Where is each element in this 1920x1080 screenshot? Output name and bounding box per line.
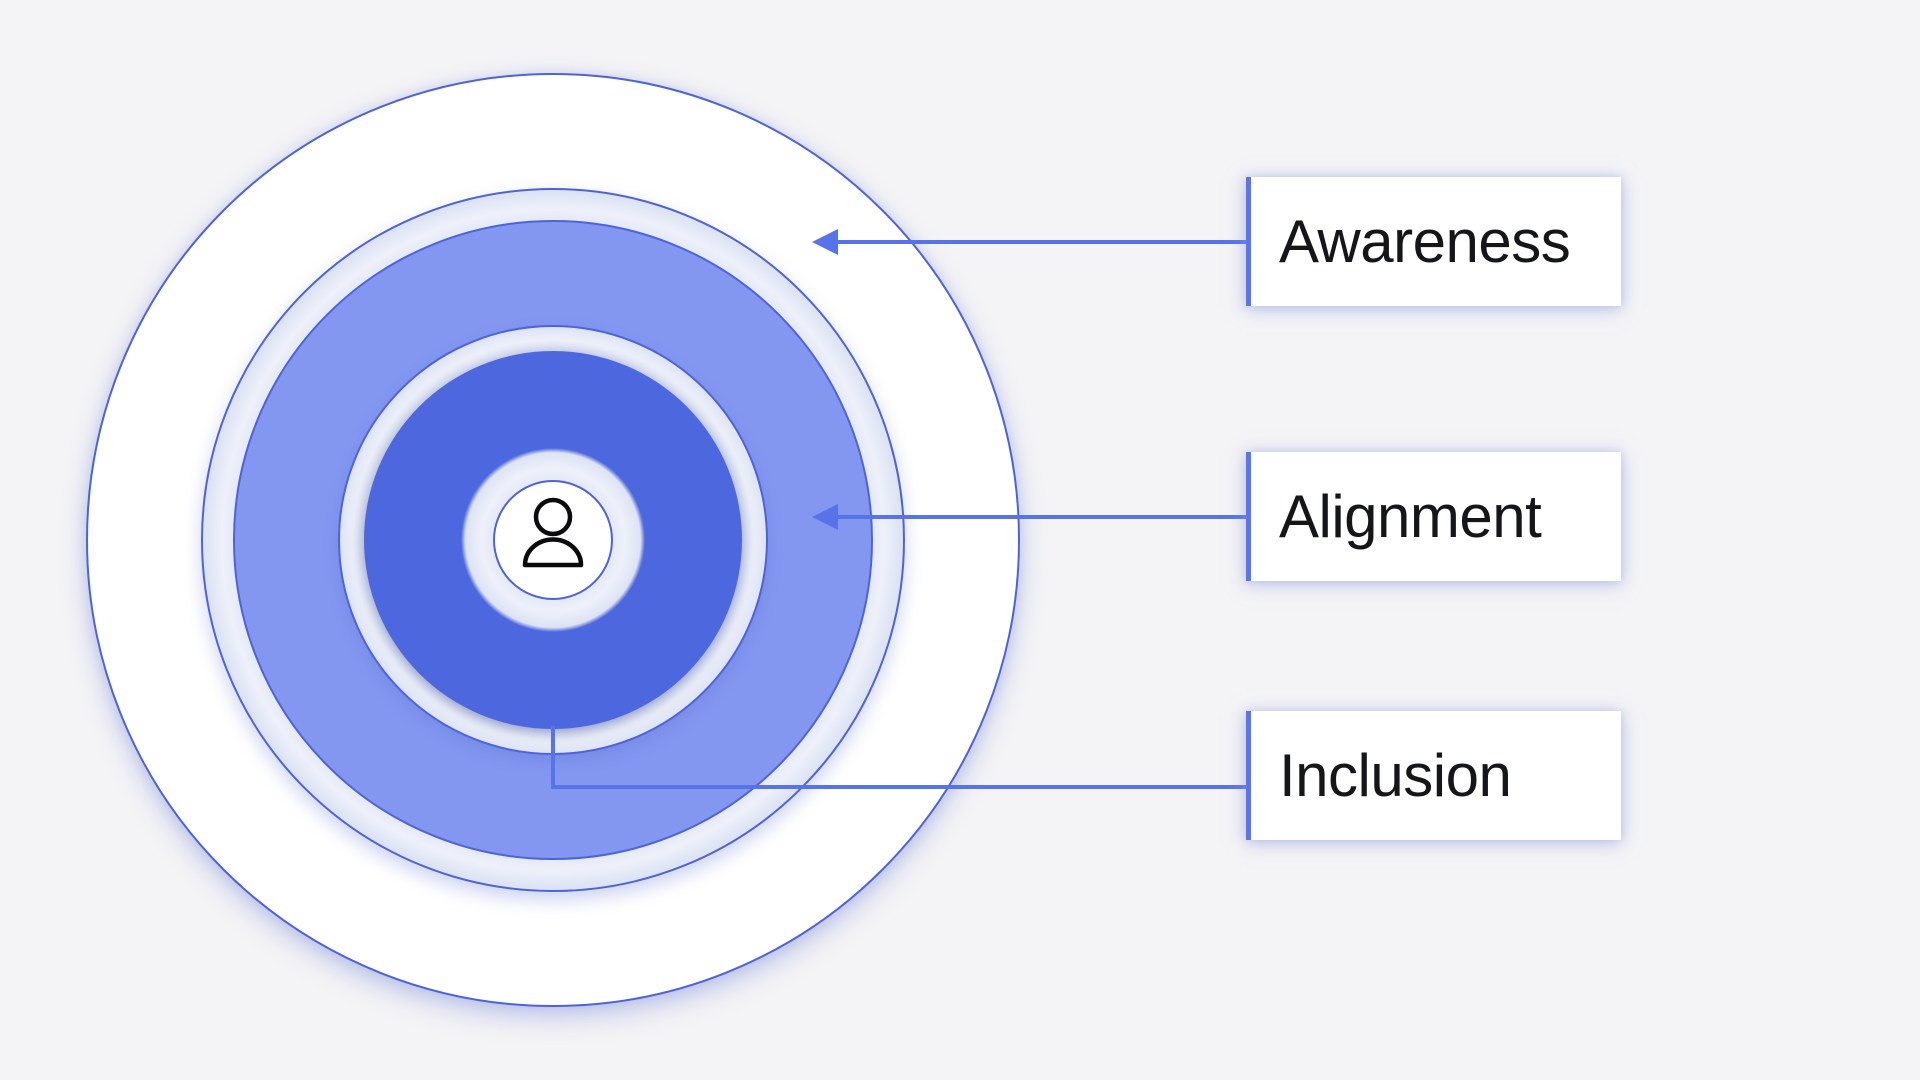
- label-inclusion: Inclusion: [1279, 741, 1512, 809]
- connector-inclusion-vertical: [551, 726, 555, 787]
- person-body: [522, 537, 584, 568]
- person-icon: [522, 497, 584, 568]
- person-head: [533, 497, 573, 537]
- arrowhead-alignment-icon: [812, 504, 838, 530]
- label-card-inclusion: Inclusion: [1246, 711, 1621, 840]
- connector-alignment-line: [836, 515, 1246, 519]
- label-awareness: Awareness: [1279, 207, 1571, 275]
- connector-inclusion-horizontal: [551, 785, 1247, 789]
- label-card-awareness: Awareness: [1246, 177, 1621, 306]
- label-alignment: Alignment: [1279, 482, 1542, 550]
- connector-awareness-line: [836, 240, 1246, 244]
- arrowhead-awareness-icon: [812, 229, 838, 255]
- label-card-alignment: Alignment: [1246, 452, 1621, 581]
